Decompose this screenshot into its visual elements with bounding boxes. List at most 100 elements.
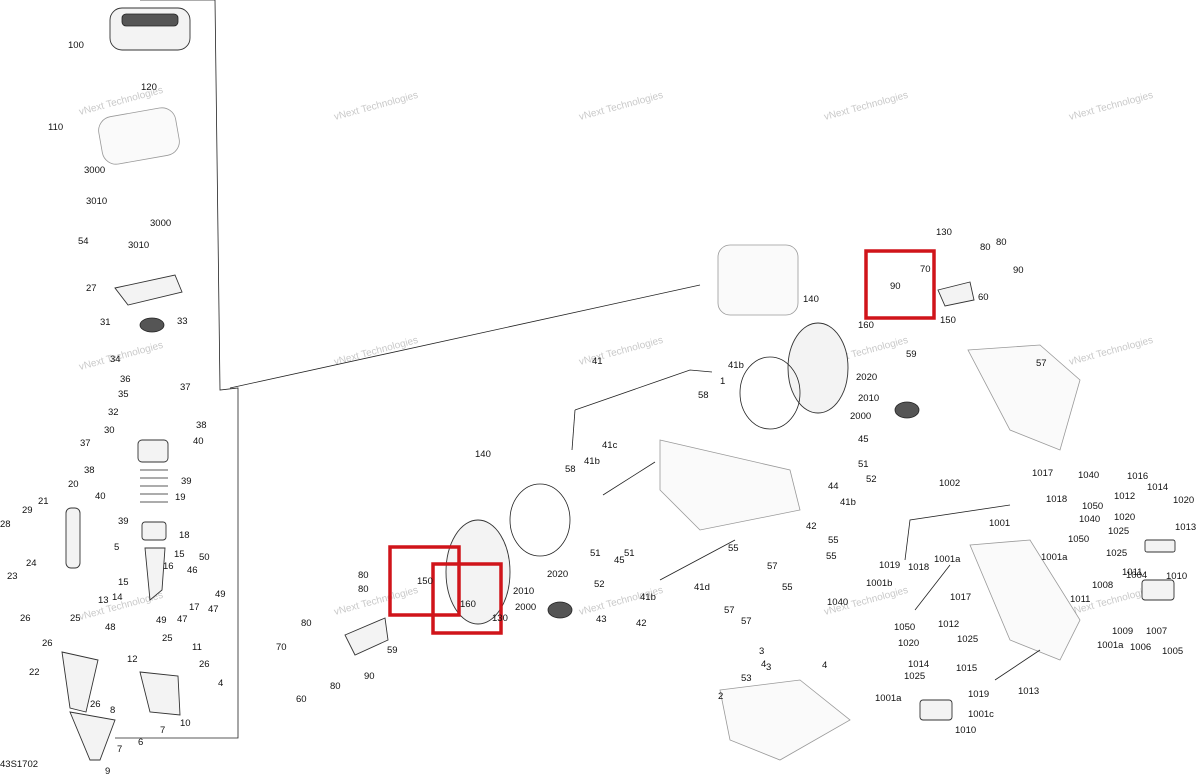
part-label: 1040 <box>1079 514 1100 525</box>
part-label: 100 <box>68 40 84 51</box>
part-label: 30 <box>104 425 115 436</box>
part-label: 55 <box>828 535 839 546</box>
part-label: 33 <box>177 316 188 327</box>
highlight-box-lower-right <box>431 562 503 635</box>
part-label: 1020 <box>898 638 919 649</box>
part-label: 17 <box>189 602 200 613</box>
part-label: 2010 <box>513 586 534 597</box>
part-label: 1014 <box>1147 482 1168 493</box>
part-label: 21 <box>38 496 49 507</box>
part-label: 13 <box>98 595 109 606</box>
part-label: 1001a <box>1041 552 1068 563</box>
part-label: 120 <box>141 82 157 93</box>
left-column-parts <box>61 0 701 761</box>
part-label: 130 <box>492 613 508 624</box>
part-label: 1019 <box>879 560 900 571</box>
part-label: 3000 <box>150 218 171 229</box>
part-label: 41b <box>640 592 656 603</box>
part-label: 47 <box>177 614 188 625</box>
part-label: 1018 <box>908 562 929 573</box>
part-label: 25 <box>162 633 173 644</box>
part-label: 2010 <box>858 393 879 404</box>
bushing-2000-lower <box>547 601 573 619</box>
part-label: 43 <box>596 614 607 625</box>
part-label: 1010 <box>1166 571 1187 582</box>
part-label: 1015 <box>956 663 977 674</box>
part-label: 4 <box>822 660 827 671</box>
gasket-part <box>98 107 180 165</box>
part-label: 60 <box>978 292 989 303</box>
leader-line-to-engine <box>229 284 701 389</box>
part-label: 1025 <box>1108 526 1129 537</box>
part-label: 1001a <box>0 0 27 3</box>
part-label: 18 <box>179 530 190 541</box>
ring-part <box>139 317 165 333</box>
part-label: 1013 <box>1175 522 1196 533</box>
part-label: 40 <box>95 491 106 502</box>
swing-arm-part <box>659 439 801 531</box>
part-label: 2020 <box>856 372 877 383</box>
seal-ring-lower <box>509 483 571 557</box>
part-label: 52 <box>866 474 877 485</box>
watermark-text: vNext Technologies <box>1068 90 1154 123</box>
bearing-housing-upper <box>937 281 975 307</box>
part-label: 1001c <box>968 709 994 720</box>
part-label: 55 <box>826 551 837 562</box>
bracket-1009 <box>1141 579 1175 601</box>
bushing-2000-upper <box>894 401 920 419</box>
part-label: 37 <box>180 382 191 393</box>
part-label: 1001a <box>1097 640 1124 651</box>
part-label: 42 <box>636 618 647 629</box>
part-label: 1011 <box>1122 567 1142 578</box>
part-label: 70 <box>920 264 931 275</box>
part-label: 1017 <box>1032 468 1053 479</box>
watermark-text: vNext Technologies <box>823 90 909 123</box>
part-label: 23 <box>7 571 18 582</box>
part-label: 26 <box>90 699 101 710</box>
part-label: 1001a <box>875 693 902 704</box>
cylinder-cover-top <box>121 13 179 27</box>
part-label: 2000 <box>850 411 871 422</box>
part-label: 2020 <box>547 569 568 580</box>
axle-1001b <box>914 564 951 611</box>
shock-absorber-part <box>65 507 81 569</box>
part-label: 38 <box>196 420 207 431</box>
part-label: 150 <box>417 576 433 587</box>
part-label: 4 <box>761 659 766 670</box>
part-label: 45 <box>614 555 625 566</box>
cover-plate-upper <box>787 322 849 414</box>
watermark-text: vNext Technologies <box>578 90 664 123</box>
part-label: 1005 <box>1162 646 1183 657</box>
part-label: 1010 <box>955 725 976 736</box>
mud-guard-part <box>69 711 116 761</box>
part-label: 1020 <box>1114 512 1135 523</box>
part-label: 130 <box>936 227 952 238</box>
part-label: 1 <box>720 376 725 387</box>
part-label: 29 <box>22 505 33 516</box>
part-label: 70 <box>276 642 287 653</box>
watermark-text: vNext Technologies <box>333 90 419 123</box>
part-label: 1019 <box>968 689 989 700</box>
part-label: 1001a <box>934 554 961 565</box>
cover-1002-part <box>967 344 1081 451</box>
part-label: 34 <box>110 354 121 365</box>
part-label: 27 <box>86 283 97 294</box>
part-label: 1011 <box>1070 594 1090 605</box>
part-label: 1018 <box>1046 494 1067 505</box>
part-label: 36 <box>120 374 131 385</box>
part-label: 1050 <box>1082 501 1103 512</box>
part-label: 80 <box>301 618 312 629</box>
part-label: 1001b <box>866 578 892 589</box>
part-label: 3 <box>766 662 771 673</box>
part-label: 150 <box>940 315 956 326</box>
part-label: 38 <box>84 465 95 476</box>
part-label: 1040 <box>1078 470 1099 481</box>
part-label: 32 <box>108 407 119 418</box>
part-label: 160 <box>460 599 476 610</box>
part-label: 90 <box>364 671 375 682</box>
part-label: 90 <box>890 281 901 292</box>
part-label: 55 <box>782 582 793 593</box>
part-label: 7 <box>117 744 122 755</box>
engine-ghost-part <box>717 244 799 316</box>
part-label: 1002 <box>939 478 960 489</box>
